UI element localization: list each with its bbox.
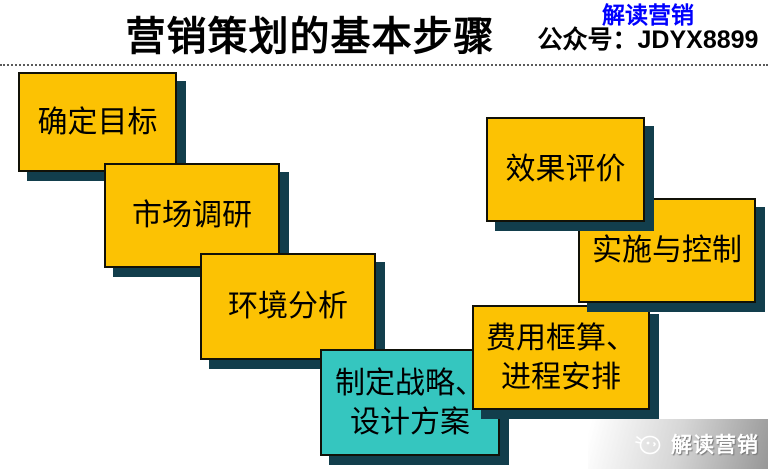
- step-implementation-control: 实施与控制: [578, 198, 756, 303]
- step-market-research: 市场调研: [104, 163, 280, 268]
- slide-header: 营销策划的基本步骤 解读营销 公众号：JDYX8899: [0, 0, 768, 66]
- watermark-brand-text: 解读营销: [671, 434, 759, 457]
- step-strategy-design: 制定战略、 设计方案: [320, 349, 500, 456]
- page-title: 营销策划的基本步骤: [125, 15, 495, 59]
- brand-account-id: 公众号：JDYX8899: [537, 26, 759, 55]
- watermark-banner: 解读营销: [588, 419, 768, 469]
- step-define-goals: 确定目标: [18, 72, 177, 172]
- step-budget-schedule: 费用框算、 进程安排: [472, 305, 650, 410]
- doodle-bird-logo-icon: [635, 435, 661, 455]
- brand-block: 解读营销 公众号：JDYX8899: [530, 2, 766, 55]
- brand-name: 解读营销: [602, 2, 694, 28]
- step-environment-analysis: 环境分析: [200, 253, 376, 360]
- step-effect-evaluation: 效果评价: [486, 117, 645, 222]
